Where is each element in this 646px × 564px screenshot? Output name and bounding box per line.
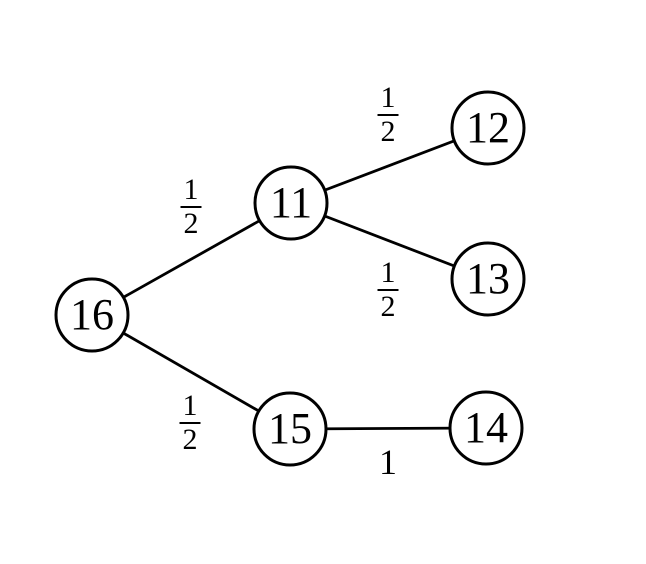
edge-16-11 [91,201,292,317]
node-12-label: 12 [466,103,510,152]
fraction-denominator: 2 [183,207,199,240]
node-14-circle [448,390,524,466]
edge-15-14-weight: 1 [379,442,397,482]
edge-16-15 [91,313,291,431]
edge-11-13-weight: 1 2 [377,258,399,323]
node-14-label: 14 [464,403,508,452]
node-16-label: 16 [70,290,114,339]
node-11-label: 11 [269,178,313,227]
fraction-denominator: 2 [182,423,198,456]
node-16-circle [54,277,130,353]
edge-16-15-weight: 1 2 [179,391,201,456]
fraction-numerator: 1 [377,83,399,116]
fraction-numerator: 1 [180,175,202,208]
fraction-denominator: 2 [380,115,396,148]
node-12-circle [450,90,526,166]
node-15-label: 15 [268,404,312,453]
node-13-circle [450,241,526,317]
edge-16-11-weight: 1 2 [180,175,202,240]
node-11-circle [253,165,329,241]
fraction-numerator: 1 [179,391,201,424]
node-13-label: 13 [466,254,510,303]
fraction-numerator: 1 [377,258,399,291]
node-15-circle [252,391,328,467]
fraction-denominator: 2 [380,290,396,323]
edge-11-12-weight: 1 2 [377,83,399,148]
